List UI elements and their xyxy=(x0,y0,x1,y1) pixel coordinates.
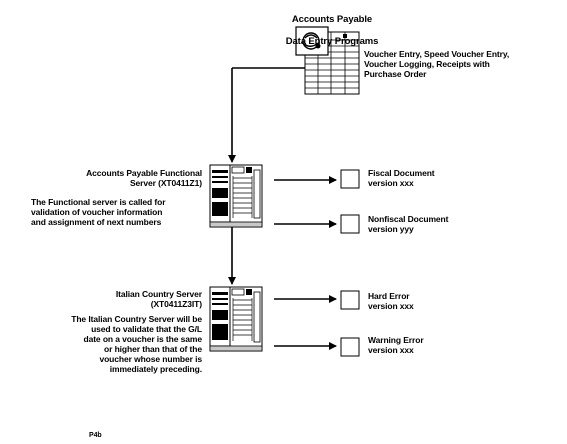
output-label-hard-error: Hard Error version xxx xyxy=(368,291,414,311)
output-label-warning-error: Warning Error version xxx xyxy=(368,335,424,355)
data-entry-program-icon xyxy=(295,26,360,95)
output-boxes xyxy=(340,169,360,357)
country-server-icon xyxy=(209,286,263,352)
programs-list-text: Voucher Entry, Speed Voucher Entry, Vouc… xyxy=(364,49,510,79)
functional-server-description: The Functional server is called for vali… xyxy=(31,197,166,227)
title-line-2: Data Entry Programs xyxy=(285,36,379,47)
footer-code: P4b xyxy=(89,432,102,439)
output-label-nonfiscal: Nonfiscal Document version yyy xyxy=(368,214,449,234)
functional-server-icon xyxy=(209,164,263,228)
country-server-description: The Italian Country Server will be used … xyxy=(71,314,202,374)
diagram-title: Accounts Payable Data Entry Programs xyxy=(262,3,402,58)
output-label-fiscal: Fiscal Document version xxx xyxy=(368,168,435,188)
connector-program-to-functional xyxy=(228,67,305,163)
output-arrows xyxy=(274,176,337,350)
country-server-name: Italian Country Server (XT0411Z3IT) xyxy=(115,289,202,309)
functional-server-name: Accounts Payable Functional Server (XT04… xyxy=(86,168,202,188)
title-line-1: Accounts Payable xyxy=(291,14,373,25)
